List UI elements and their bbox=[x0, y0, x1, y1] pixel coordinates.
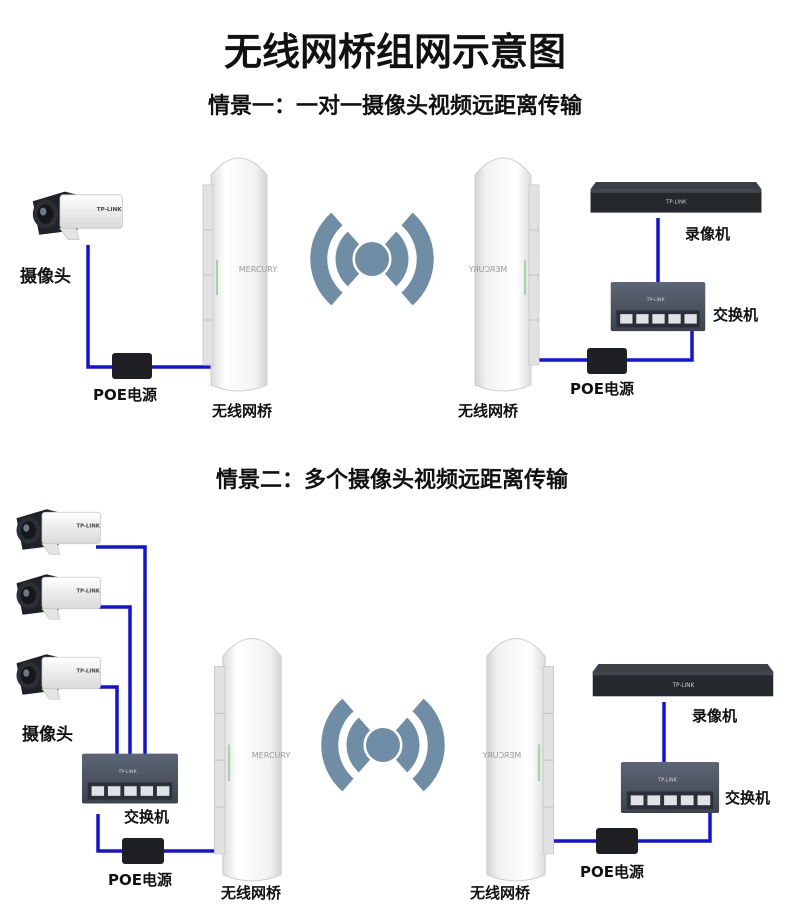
switch-left-label: 交换机 bbox=[124, 808, 169, 826]
camera-label: 摄像头 bbox=[20, 266, 71, 287]
camera-icon bbox=[16, 573, 102, 620]
poe-adapter-icon bbox=[122, 838, 164, 864]
nvr-label: 录像机 bbox=[692, 707, 737, 725]
cable-camera-1-switch bbox=[96, 545, 147, 795]
scenario-1-heading: 情景一：一对一摄像头视频远距离传输 bbox=[208, 93, 583, 119]
switch-icon bbox=[610, 282, 706, 332]
bridge-brand-right: MERCURY bbox=[483, 751, 522, 760]
camera-icon bbox=[16, 653, 102, 700]
poe-right-label: POE电源 bbox=[570, 380, 634, 398]
cable-switch-poe bbox=[96, 814, 122, 853]
wireless-bridge-right-icon bbox=[474, 157, 540, 392]
poe-right-label: POE电源 bbox=[580, 863, 644, 881]
bridge-left-label: 无线网桥 bbox=[220, 884, 282, 902]
scenario-2: 情景二：多个摄像头视频远距离传输 摄像头 交换机 POE电源 MERCURY 无… bbox=[16, 467, 774, 902]
switch-right-label: 交换机 bbox=[725, 789, 770, 807]
camera-icon bbox=[32, 191, 123, 241]
nvr-label: 录像机 bbox=[685, 225, 730, 243]
switch-label: 交换机 bbox=[713, 306, 758, 324]
poe-left-label: POE电源 bbox=[93, 386, 157, 404]
poe-left-label: POE电源 bbox=[108, 871, 172, 889]
nvr-recorder-icon bbox=[590, 182, 762, 213]
bridge-brand-right: MERCURY bbox=[469, 265, 508, 274]
scenario-2-heading: 情景二：多个摄像头视频远距离传输 bbox=[216, 467, 569, 493]
scenario-1: 情景一：一对一摄像头视频远距离传输 摄像头 POE电源 MERCURY 无线网桥… bbox=[20, 93, 762, 420]
nvr-recorder-icon bbox=[592, 664, 774, 697]
bridge-left-label: 无线网桥 bbox=[211, 402, 273, 420]
page-title: 无线网桥组网示意图 bbox=[224, 30, 566, 74]
switch-right-icon bbox=[620, 762, 720, 814]
camera-label: 摄像头 bbox=[22, 724, 73, 745]
wireless-signal-icon bbox=[310, 212, 434, 306]
poe-adapter-icon bbox=[112, 353, 152, 379]
cable-poe-switch-right bbox=[638, 810, 712, 843]
poe-adapter-right-icon bbox=[587, 348, 627, 374]
bridge-brand-left: MERCURY bbox=[239, 265, 278, 274]
bridge-brand-left: MERCURY bbox=[252, 751, 291, 760]
wireless-bridge-left-icon bbox=[202, 157, 268, 392]
camera-icon bbox=[16, 508, 102, 555]
cable-camera-poe bbox=[86, 245, 112, 369]
poe-adapter-right-icon bbox=[596, 828, 638, 854]
cable-camera-2-switch bbox=[96, 605, 132, 795]
bridge-right-label: 无线网桥 bbox=[469, 884, 531, 902]
switch-left-icon bbox=[82, 753, 178, 804]
wireless-signal-icon bbox=[321, 698, 445, 792]
cable-poe-switch bbox=[627, 328, 694, 362]
bridge-right-label: 无线网桥 bbox=[457, 402, 519, 420]
